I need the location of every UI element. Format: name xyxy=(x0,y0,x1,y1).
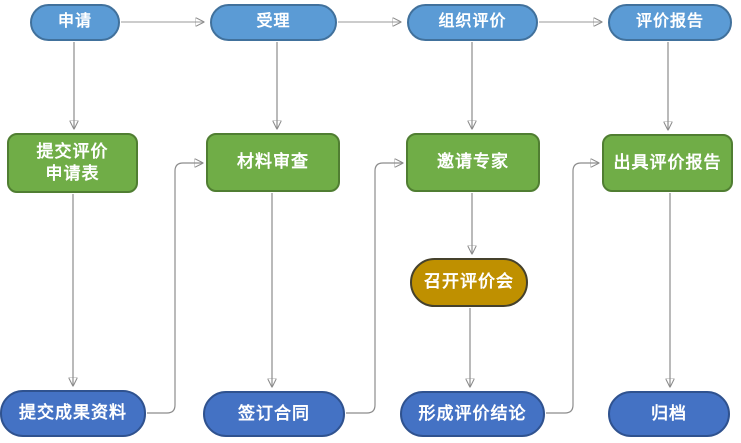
node-archive: 归档 xyxy=(608,391,730,437)
connector-conclusion-issue xyxy=(546,163,598,414)
node-sign-contract: 签订合同 xyxy=(203,391,345,437)
node-submit-achievement-materials: 提交成果资料 xyxy=(0,390,146,437)
connector-contract-invite xyxy=(346,163,402,414)
node-material-review: 材料审查 xyxy=(206,133,340,192)
connector-materials-review xyxy=(147,163,202,414)
node-organize-evaluation: 组织评价 xyxy=(407,4,538,41)
node-evaluation-report: 评价报告 xyxy=(608,4,732,41)
node-invite-experts: 邀请专家 xyxy=(406,133,540,192)
node-apply: 申请 xyxy=(30,4,120,41)
node-hold-evaluation-meeting: 召开评价会 xyxy=(410,258,528,307)
node-submit-application-form: 提交评价 申请表 xyxy=(7,133,138,193)
node-accept: 受理 xyxy=(210,4,337,41)
node-form-evaluation-conclusion: 形成评价结论 xyxy=(400,391,545,437)
node-issue-evaluation-report: 出具评价报告 xyxy=(602,134,733,192)
